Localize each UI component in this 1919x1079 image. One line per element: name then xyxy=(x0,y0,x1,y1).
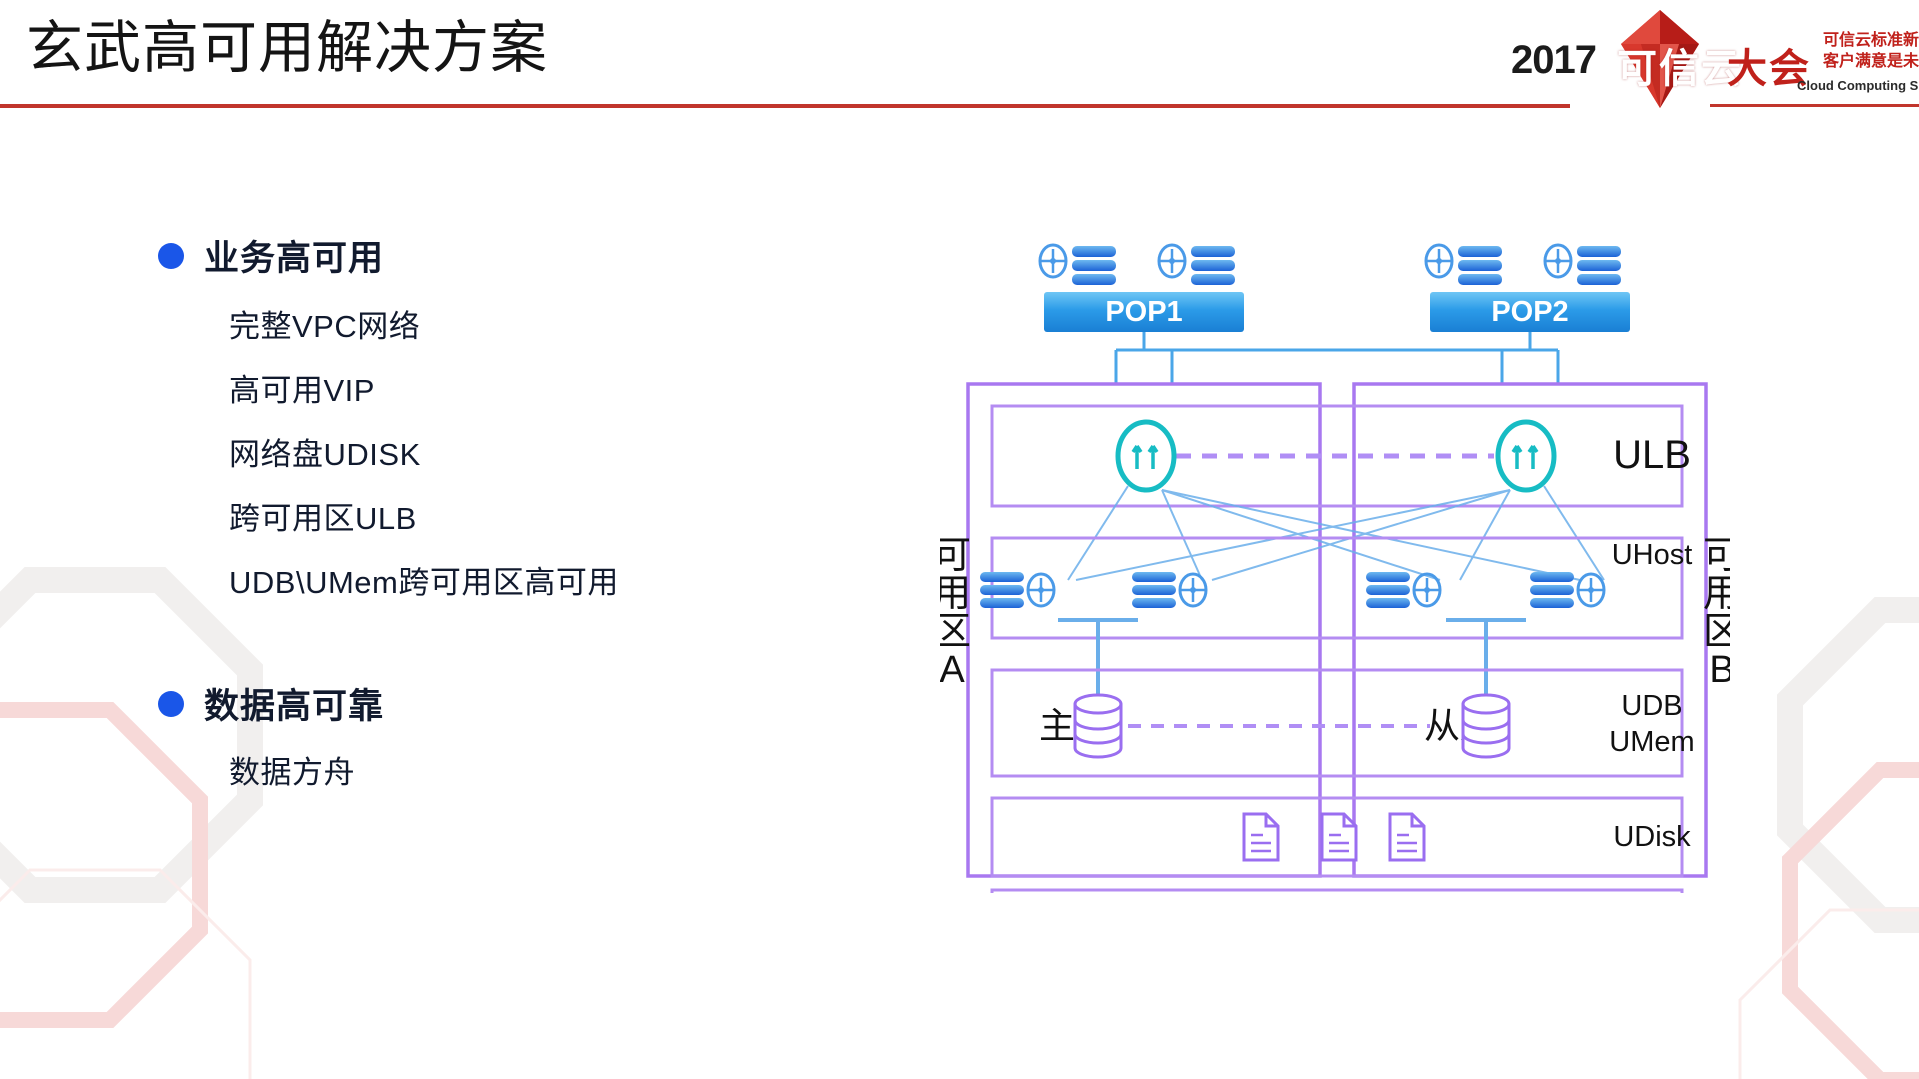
pop2-label: POP2 xyxy=(1491,296,1568,328)
logo-subtitle: Cloud Computing Summit 2017.7.25-26 xyxy=(1797,78,1919,93)
pop1-bar xyxy=(1044,292,1244,332)
bullet-dot-icon xyxy=(158,690,184,717)
bullet-sub-list: 完整VPC网络 高可用VIP 网络盘UDISK 跨可用区ULB UDB\UMem… xyxy=(229,295,870,615)
db-cylinder-replica xyxy=(1461,693,1511,759)
udb-row-box xyxy=(990,668,1684,778)
ulb-node-b xyxy=(1495,419,1557,493)
ulb-row-label: ULB xyxy=(1613,433,1691,477)
uhost-node-b1 xyxy=(1366,572,1442,608)
pop-trunk-links xyxy=(1114,332,1560,384)
pop2-bar xyxy=(1430,292,1630,332)
header-rule-left xyxy=(0,104,1570,108)
logo-name-primary: 可信云 xyxy=(1617,47,1743,91)
list-item: 跨可用区ULB xyxy=(229,501,417,536)
logo-tagline-1: 可信云标准新一代 xyxy=(1823,32,1919,49)
db-cylinder-primary xyxy=(1073,693,1123,759)
udataark-row-box xyxy=(990,888,1684,893)
udisk-row-box xyxy=(990,796,1684,878)
ulb-row-box xyxy=(990,404,1684,508)
diamond-icon xyxy=(1621,10,1699,108)
list-item: 网络盘UDISK xyxy=(229,437,421,472)
pop1-label: POP1 xyxy=(1105,296,1182,328)
bullet-column: 业务高可用 完整VPC网络 高可用VIP 网络盘UDISK 跨可用区ULB UD… xyxy=(150,230,870,805)
header-rule-right xyxy=(1710,104,1919,107)
uhost-node-a1 xyxy=(980,572,1056,608)
udb-row-label-line1: UDB xyxy=(1621,690,1682,722)
bullet-dot-icon xyxy=(158,242,184,269)
uhost-node-b2 xyxy=(1530,572,1606,608)
bullet-heading: 数据高可靠 xyxy=(204,687,385,726)
bullet-group-2: 数据高可靠 数据方舟 xyxy=(150,678,870,805)
pop2-device-icons xyxy=(1424,243,1621,285)
logo-name-secondary: 大会 xyxy=(1727,47,1811,91)
udb-row-label-line2: UMem xyxy=(1609,726,1694,758)
bullet-sub-list: 数据方舟 xyxy=(229,741,870,805)
slide-header: 玄武高可用解决方案 2017 可信云 大会 可信云标准新一代 客户满意是未来 C… xyxy=(0,0,1919,110)
bullet-heading: 业务高可用 xyxy=(204,239,385,278)
logo-tagline-2: 客户满意是未来 xyxy=(1823,53,1919,70)
uhost-db-links xyxy=(1058,618,1526,694)
list-item: 数据方舟 xyxy=(229,755,355,790)
list-item: 完整VPC网络 xyxy=(229,309,421,344)
page-title: 玄武高可用解决方案 xyxy=(26,16,548,80)
list-item: UDB\UMem跨可用区高可用 xyxy=(229,565,619,600)
list-item: 高可用VIP xyxy=(229,373,375,408)
uhost-node-a2 xyxy=(1132,572,1208,608)
pop1-device-icons xyxy=(1038,243,1235,285)
ulb-node-a xyxy=(1115,419,1177,493)
conference-logo: 2017 可信云 大会 可信云标准新一代 客户满意是未来 Cloud Compu… xyxy=(1505,6,1919,110)
ulb-uhost-links xyxy=(1067,485,1605,581)
bullet-heading-row: 业务高可用 xyxy=(150,230,870,281)
bullet-group-1: 业务高可用 完整VPC网络 高可用VIP 网络盘UDISK 跨可用区ULB UD… xyxy=(150,230,870,615)
uhost-row-label: UHost xyxy=(1612,539,1693,571)
udisk-row-label: UDisk xyxy=(1613,821,1691,853)
udisk-file-icons xyxy=(1242,812,1426,862)
bullet-heading-row: 数据高可靠 xyxy=(150,678,870,729)
logo-year: 2017 xyxy=(1511,38,1597,82)
